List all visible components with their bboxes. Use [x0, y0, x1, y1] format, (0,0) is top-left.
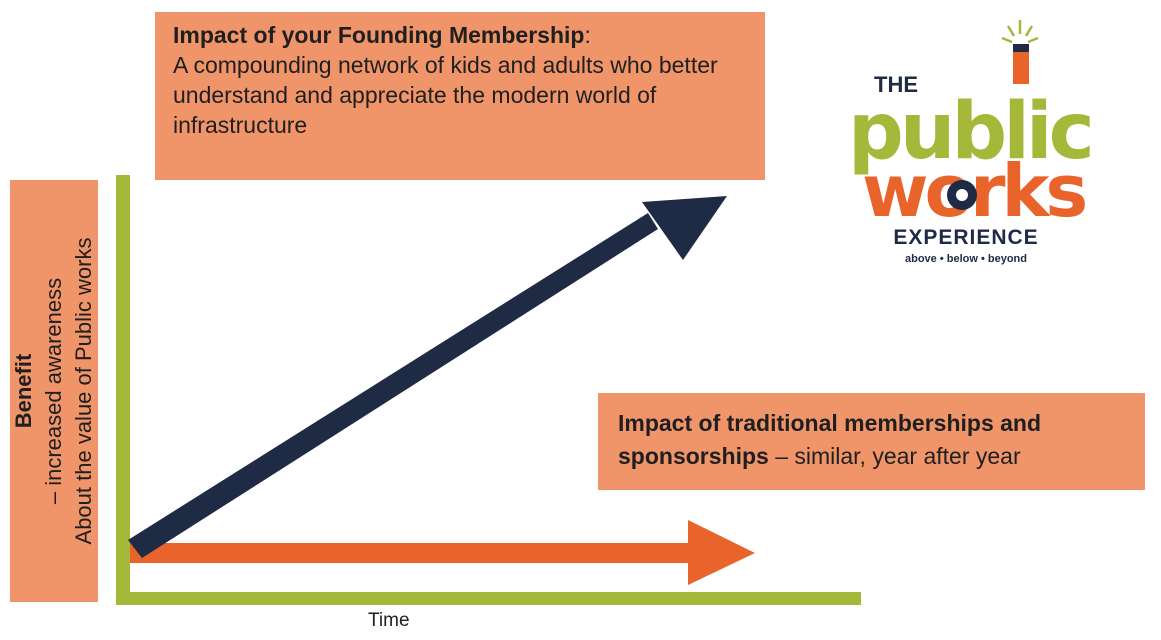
founding-membership-heading: Impact of your Founding Membership: [173, 22, 591, 48]
traditional-membership-title: Impact of traditional memberships and sp… [618, 410, 1042, 469]
traditional-membership-text: Impact of traditional memberships and sp… [618, 410, 1042, 469]
founding-arrow-shaft [128, 213, 658, 558]
logo-the: THE [874, 72, 918, 97]
spark-icon [1001, 20, 1039, 44]
founding-membership-title: Impact of your Founding Membership [173, 22, 585, 48]
traditional-arrow-shaft [130, 543, 688, 563]
logo-tagline: above • below • beyond [905, 253, 1027, 265]
traditional-membership-callout: Impact of traditional memberships and sp… [598, 393, 1145, 490]
x-axis-line [116, 592, 861, 605]
y-axis-label-box: Benefit – increased awareness About the … [10, 180, 98, 602]
y-axis-line [116, 175, 130, 605]
logo-public: public [848, 87, 1091, 177]
public-works-logo: THE public works EXPERIENCE above • belo… [848, 20, 1095, 265]
founding-arrow-head [642, 196, 727, 260]
chimney-icon [1013, 44, 1029, 84]
x-axis-label: Time [368, 610, 410, 631]
founding-membership-description: A compounding network of kids and adults… [173, 52, 718, 138]
founding-membership-callout: Impact of your Founding Membership: A co… [155, 12, 765, 180]
traditional-arrow-head [688, 520, 755, 585]
gear-icon [947, 180, 977, 210]
logo-experience: EXPERIENCE [893, 226, 1038, 249]
